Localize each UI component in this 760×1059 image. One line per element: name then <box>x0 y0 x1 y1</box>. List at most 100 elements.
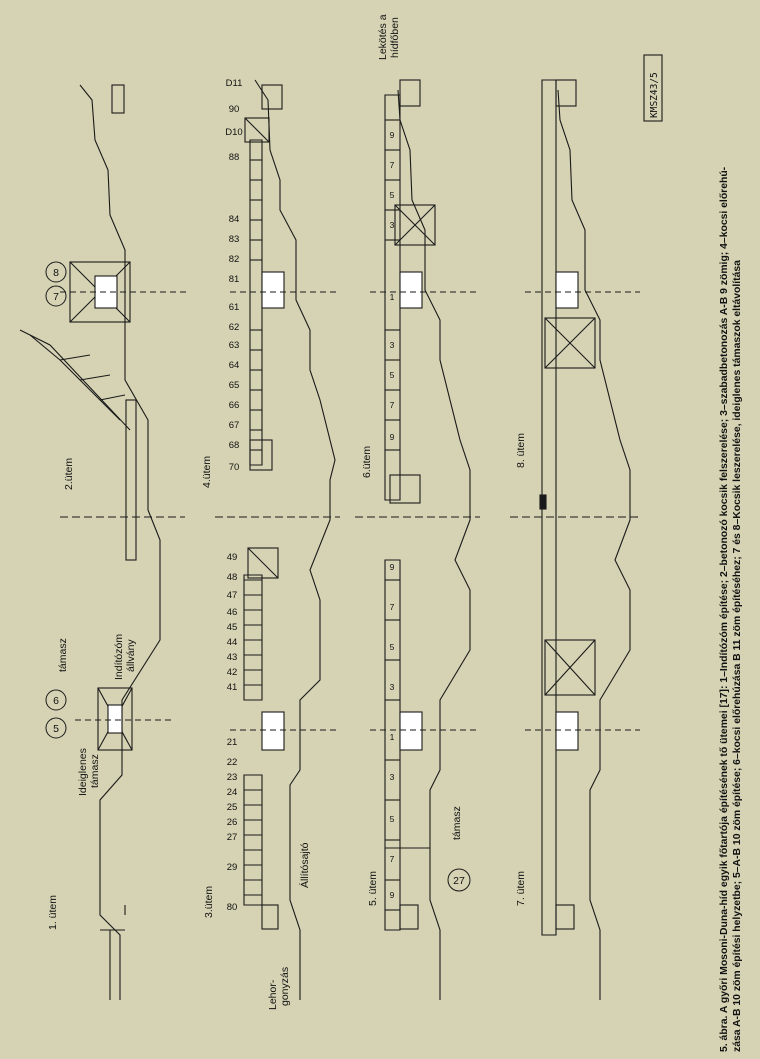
traveller-stage4-left <box>249 439 273 471</box>
seg-3-46: 46 <box>227 607 238 618</box>
drawing-code: KMSZ43/5 <box>649 72 660 118</box>
seg-3-21: 21 <box>227 737 238 748</box>
seg-3-44: 44 <box>227 637 238 648</box>
seg-5-7: 7 <box>390 602 395 612</box>
label-tamasz: támasz <box>57 638 69 672</box>
label-inditozom: Indítózóm <box>113 634 125 680</box>
abutment-stage6 <box>399 79 421 107</box>
traveller-stage3 <box>247 547 279 579</box>
seg-4-82: 82 <box>229 254 240 265</box>
stage-label-7: 7. ütem <box>515 871 527 906</box>
seg-4-66: 66 <box>229 400 240 411</box>
stage-label-3: 3.ütem <box>203 886 215 918</box>
pier-stage5 <box>399 711 423 751</box>
seg-6-9: 9 <box>390 130 395 140</box>
seg-3-47: 47 <box>227 590 238 601</box>
crane-tie-1 <box>59 354 91 361</box>
stage-label-4: 4.ütem <box>201 456 213 488</box>
start-scaffold-a <box>97 687 133 751</box>
circle-support-8 <box>45 261 67 283</box>
crane-tie-2 <box>79 374 111 381</box>
label-ideiglenes: Ideiglenes <box>77 748 89 796</box>
seg-3-27: 27 <box>227 832 238 843</box>
column-stages-1-2 <box>19 84 190 1000</box>
label-lehorgonyzas-2: gonyzás <box>279 967 291 1006</box>
seg-3-48: 48 <box>227 572 238 583</box>
terrain-profile-3 <box>254 79 336 1000</box>
seg-4-61: 61 <box>229 302 240 313</box>
pier-5-6 <box>107 704 123 734</box>
deck-stage3-right <box>243 574 263 701</box>
caption-line-1: 5. ábra. A győri Mosoni-Duna-híd egyik f… <box>719 166 730 1052</box>
seg-6-3b: 3 <box>390 340 395 350</box>
deck-stage7-8 <box>541 79 557 936</box>
label-tamasz-1: támasz <box>89 754 101 788</box>
traveller-brace-6b <box>394 204 436 246</box>
traveller-removal-7 <box>544 639 596 696</box>
support-number-7: 7 <box>53 291 59 303</box>
stage-label-2: 2.ütem <box>63 458 75 490</box>
seg-6-7b: 7 <box>390 400 395 410</box>
segment-dividers-4 <box>250 159 262 451</box>
support-number-5: 5 <box>53 723 59 735</box>
traveller-removal-8 <box>544 317 596 369</box>
crane-track <box>125 399 137 561</box>
seg-5-5b: 5 <box>390 814 395 824</box>
deck-stage6 <box>384 94 401 501</box>
circle-support-5 <box>45 717 67 739</box>
seg-6-5: 5 <box>390 190 395 200</box>
support-number-8: 8 <box>53 267 59 279</box>
crane-lattice <box>29 334 121 421</box>
column-stages-3-4 <box>215 79 340 1000</box>
segment-dividers-6 <box>385 119 400 451</box>
seg-6-1: 1 <box>390 292 395 302</box>
crane-boom <box>19 329 131 431</box>
seg-4-68: 68 <box>229 440 240 451</box>
seg-3-49: 49 <box>227 552 238 563</box>
circle-support-7 <box>45 285 67 307</box>
seg-5-9: 9 <box>390 562 395 572</box>
seg-4-d10: D10 <box>225 127 242 138</box>
support-number-27: 27 <box>453 875 465 887</box>
column-stages-7-8 <box>510 79 640 1000</box>
seg-5-5: 5 <box>390 642 395 652</box>
traveller-brace-4 <box>244 117 270 143</box>
deck-stage4 <box>249 139 263 466</box>
traveller-brace-3 <box>247 547 279 579</box>
pier-stage3 <box>261 711 285 751</box>
deck-stage5 <box>384 559 401 931</box>
seg-3-25: 25 <box>227 802 238 813</box>
traveller-stage6-left <box>389 474 421 504</box>
label-lekotes-1: Lekötés a <box>377 14 389 60</box>
seg-6-5b: 5 <box>390 370 395 380</box>
circle-support-6 <box>45 689 67 711</box>
pier-stage4 <box>261 271 285 309</box>
seg-5-9b: 9 <box>390 890 395 900</box>
seg-3-41: 41 <box>227 682 238 693</box>
seg-3-23: 23 <box>227 772 238 783</box>
abutment-stage5 <box>399 904 419 930</box>
pier-stage7 <box>555 711 579 751</box>
seg-4-83: 83 <box>229 234 240 245</box>
seg-3-43: 43 <box>227 652 238 663</box>
pier-stage6 <box>399 271 423 309</box>
seg-4-64: 64 <box>229 360 240 371</box>
traveller-brace-7b <box>544 639 596 696</box>
segment-dividers-5 <box>385 579 400 911</box>
seg-6-3: 3 <box>390 220 395 230</box>
stage-label-5: 5. ütem <box>367 871 379 906</box>
terrain-profile-7 <box>557 89 631 1000</box>
seg-4-65: 65 <box>229 380 240 391</box>
abutment-stage8 <box>555 79 577 107</box>
deck-stage3-left <box>243 774 263 906</box>
seg-6-7: 7 <box>390 160 395 170</box>
seg-3-24: 24 <box>227 787 238 798</box>
seg-3-29: 29 <box>227 862 238 873</box>
abutment-stage4 <box>261 84 283 110</box>
seg-3-22: 22 <box>227 757 238 768</box>
seg-6-9b: 9 <box>390 432 395 442</box>
seg-3-42: 42 <box>227 667 238 678</box>
traveller-stage6 <box>394 204 436 246</box>
